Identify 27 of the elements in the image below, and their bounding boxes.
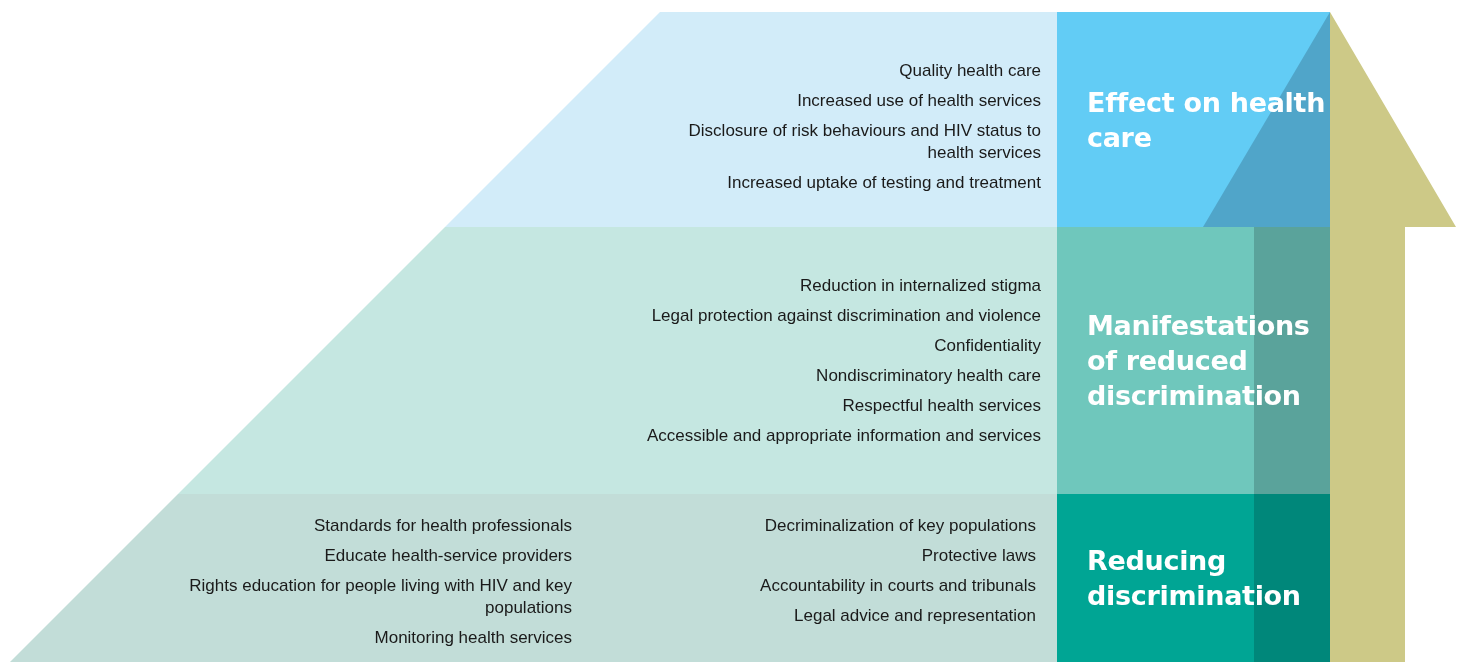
tier-heading: Effect on health care	[1087, 85, 1327, 155]
outcome-item: Monitoring health services	[374, 627, 572, 649]
outcome-item: Legal advice and representation	[794, 605, 1036, 627]
outcome-item: Quality health care	[899, 60, 1041, 82]
outcome-item: Legal protection against discrimination and violence	[651, 305, 1041, 327]
outcome-item: Educate health-service providers	[324, 545, 572, 567]
outcome-item: Decriminalization of key populations	[764, 515, 1036, 537]
tier-heading-box	[1057, 12, 1330, 227]
outcome-item: Confidentiality	[934, 335, 1041, 357]
outcome-item: Accountability in courts and tribunals	[760, 575, 1036, 597]
pyramid-tier	[10, 494, 1057, 662]
outcome-item: Nondiscriminatory health care	[816, 365, 1041, 387]
outcome-item: Increased uptake of testing and treatment	[727, 172, 1041, 194]
tier-heading-box	[1057, 494, 1330, 662]
tier-heading: Reducing discrimination	[1087, 544, 1302, 613]
tier-heading-box	[1057, 227, 1330, 494]
outcome-item: Standards for health professionals	[314, 515, 572, 537]
outcome-item: Reduction in internalized stigma	[800, 275, 1041, 297]
pyramid-tier	[178, 227, 1057, 494]
outcome-item: Accessible and appropriate information and services	[646, 425, 1041, 447]
pyramid-tier	[445, 12, 1057, 227]
outcome-item: Rights education for people living with HIV and key populations	[188, 575, 572, 619]
outcome-item: Protective laws	[921, 545, 1036, 567]
outcome-item: Disclosure of risk behaviours and HIV status to health services	[687, 120, 1041, 164]
outcome-item: Increased use of health services	[797, 90, 1041, 112]
tier-heading: Manifestations of reduced discrimination	[1087, 309, 1311, 413]
outcome-item: Respectful health services	[842, 395, 1041, 417]
